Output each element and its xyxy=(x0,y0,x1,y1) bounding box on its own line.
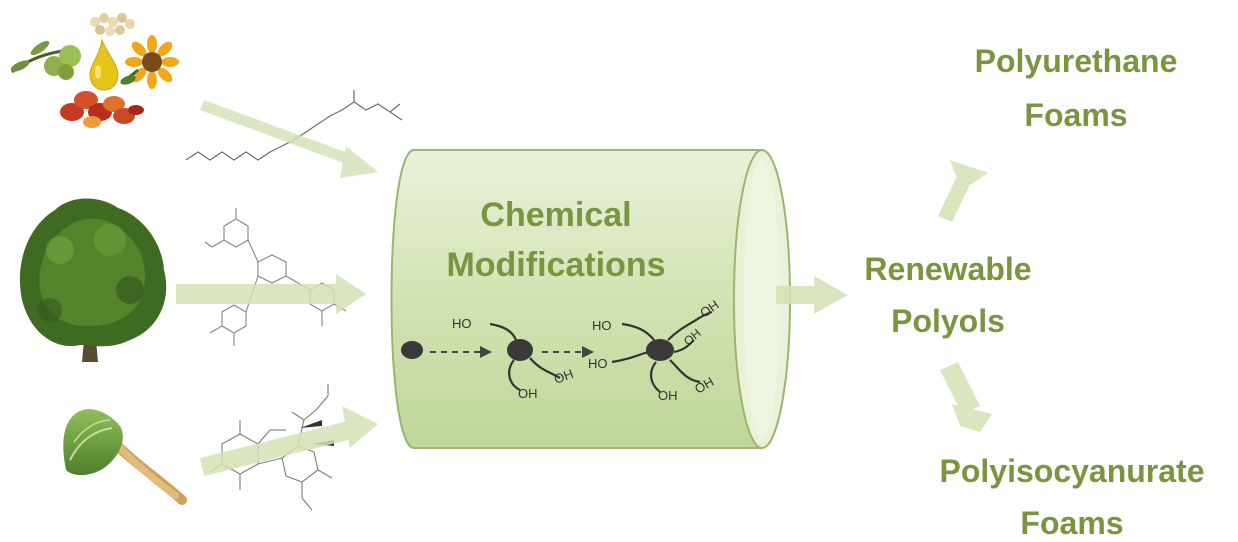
mol2-oh-label-bottom: OH xyxy=(658,388,678,403)
input-arrow-sugar xyxy=(200,406,378,476)
sugar-wedge-bond xyxy=(300,420,322,428)
mol2-ho-label-top: HO xyxy=(592,318,612,333)
reaction-scheme xyxy=(401,310,713,393)
chemical-modification-cylinder xyxy=(390,149,791,449)
fatty-acid-structure xyxy=(185,90,403,161)
polyisocyanurate-foams-line1: Polyisocyanurate xyxy=(940,453,1205,489)
polyurethane-foams-line2: Foams xyxy=(1024,97,1127,133)
renewable-polyols-line1: Renewable xyxy=(864,251,1031,287)
mol1-oh-label-right: OH xyxy=(552,366,575,387)
renewable-polyols-line2: Polyols xyxy=(891,303,1005,339)
cylinder-title-line2: Modifications xyxy=(446,246,665,284)
sugar-structure xyxy=(209,384,333,511)
mol1-ho-label: HO xyxy=(452,316,472,331)
input-arrow-oils xyxy=(200,100,378,178)
polyisocyanurate-foams-line2: Foams xyxy=(1020,505,1123,541)
starting-core-dot xyxy=(401,341,423,359)
cylinder-title-line1: Chemical xyxy=(480,196,631,234)
polyurethane-foams-line1: Polyurethane xyxy=(975,43,1178,79)
mol2-ho-label-left: HO xyxy=(588,356,608,371)
output-arrow-polyols xyxy=(776,276,848,314)
mol1-oh-label-bottom: OH xyxy=(518,386,538,401)
vegetable-oil-sources-image xyxy=(10,13,179,128)
lignin-structure xyxy=(204,208,347,346)
arrow-to-polyisocyanurate xyxy=(940,362,992,432)
input-arrow-lignin xyxy=(176,274,366,314)
tree-lignin-source-image xyxy=(19,198,167,362)
sugar-beet-source-image xyxy=(63,409,187,505)
arrow-to-polyurethane xyxy=(938,159,988,222)
